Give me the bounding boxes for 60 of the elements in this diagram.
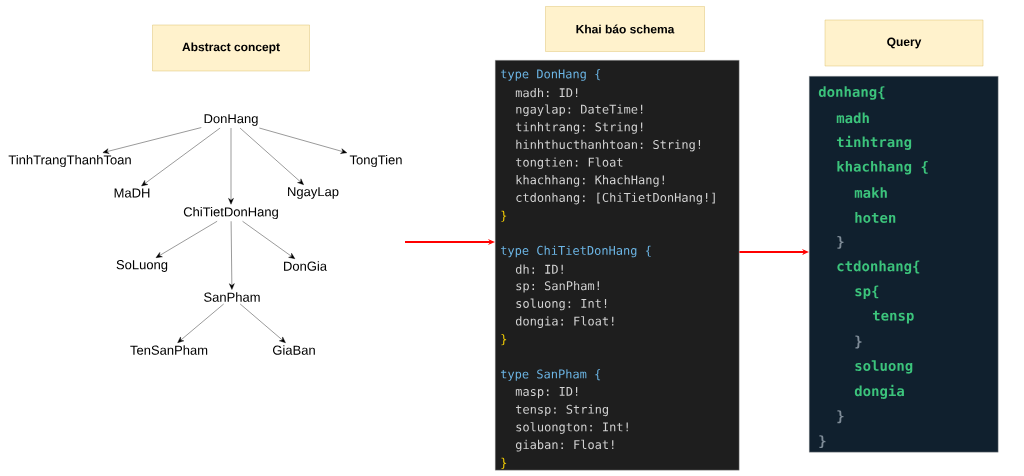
code-line: tinhtrang: String! [516, 122, 643, 134]
arrow [229, 221, 235, 290]
code-line: } [837, 410, 844, 424]
code-line: dongia [854, 384, 904, 399]
code-line: dh: ID! [515, 264, 563, 274]
code-line: } [819, 435, 826, 449]
title-box: Query [824, 19, 984, 67]
code-line: tensp [872, 310, 914, 324]
concept-label: SoLuong [116, 260, 168, 272]
code-line: } [501, 457, 507, 469]
code-line: ngaylap: DateTime! [516, 104, 643, 117]
code-line: madh: ID! [515, 88, 578, 98]
code-line: sp: SanPham! [516, 281, 599, 293]
arrow [259, 127, 347, 154]
concept-label: ChiTietDonHang [183, 206, 278, 220]
code-line: } [837, 235, 844, 249]
title-box: Abstract concept [152, 24, 310, 72]
code-line: tongtien: Float [516, 157, 623, 170]
concept-label: GiaBan [273, 345, 315, 355]
code-line: soluong [855, 360, 913, 374]
code-line: ctdonhang{ [837, 260, 920, 275]
code-line: masp: ID! [515, 387, 578, 399]
concept-label: DonHang [204, 114, 258, 126]
code-line: soluongton: Int! [516, 422, 628, 434]
code-line: ctdonhang: [ChiTietDonHang!] [516, 192, 715, 205]
concept-label: TenSanPham [130, 345, 208, 355]
code-line: sp{ [855, 285, 879, 299]
code-line: tensp: String [516, 404, 608, 417]
concept-label: DonGia [284, 261, 328, 271]
arrow [239, 127, 304, 185]
code-line: hinhthucthanhtoan: String! [516, 139, 701, 152]
arrow [228, 127, 234, 205]
code-line: type DonHang { [501, 69, 601, 81]
code-line: dongia: Float! [515, 316, 614, 328]
arrow [239, 303, 286, 343]
code-line: hoten [855, 212, 896, 223]
arrow [141, 127, 221, 187]
code-line: type SanPham { [501, 369, 601, 381]
code-line: } [855, 335, 862, 349]
concept-label: NgayLap [288, 187, 339, 199]
code-line: } [501, 334, 507, 346]
arrow [155, 221, 218, 258]
arrow [242, 221, 296, 259]
code-line: giaban: Float! [515, 439, 614, 452]
code-line: soluong: Int! [516, 298, 607, 311]
concept-label: SanPham [204, 292, 260, 302]
title-box: Khai báo schema [545, 6, 705, 52]
arrow [177, 303, 224, 343]
code-line: type ChiTietDonHang { [501, 245, 651, 258]
code-line: makh [854, 187, 887, 198]
code-line: madh [836, 112, 869, 124]
concept-label: MaDH [114, 188, 150, 198]
code-line: khachhang: KhachHang! [516, 175, 664, 187]
code-line: } [501, 210, 507, 222]
arrow [102, 127, 202, 154]
concept-label: TinhTrangThanhToan [8, 154, 131, 168]
code-line: donhang{ [818, 86, 885, 100]
code-line: khachhang { [837, 160, 928, 175]
code-line: tinhtrang [836, 135, 912, 150]
concept-label: TongTien [349, 154, 402, 168]
